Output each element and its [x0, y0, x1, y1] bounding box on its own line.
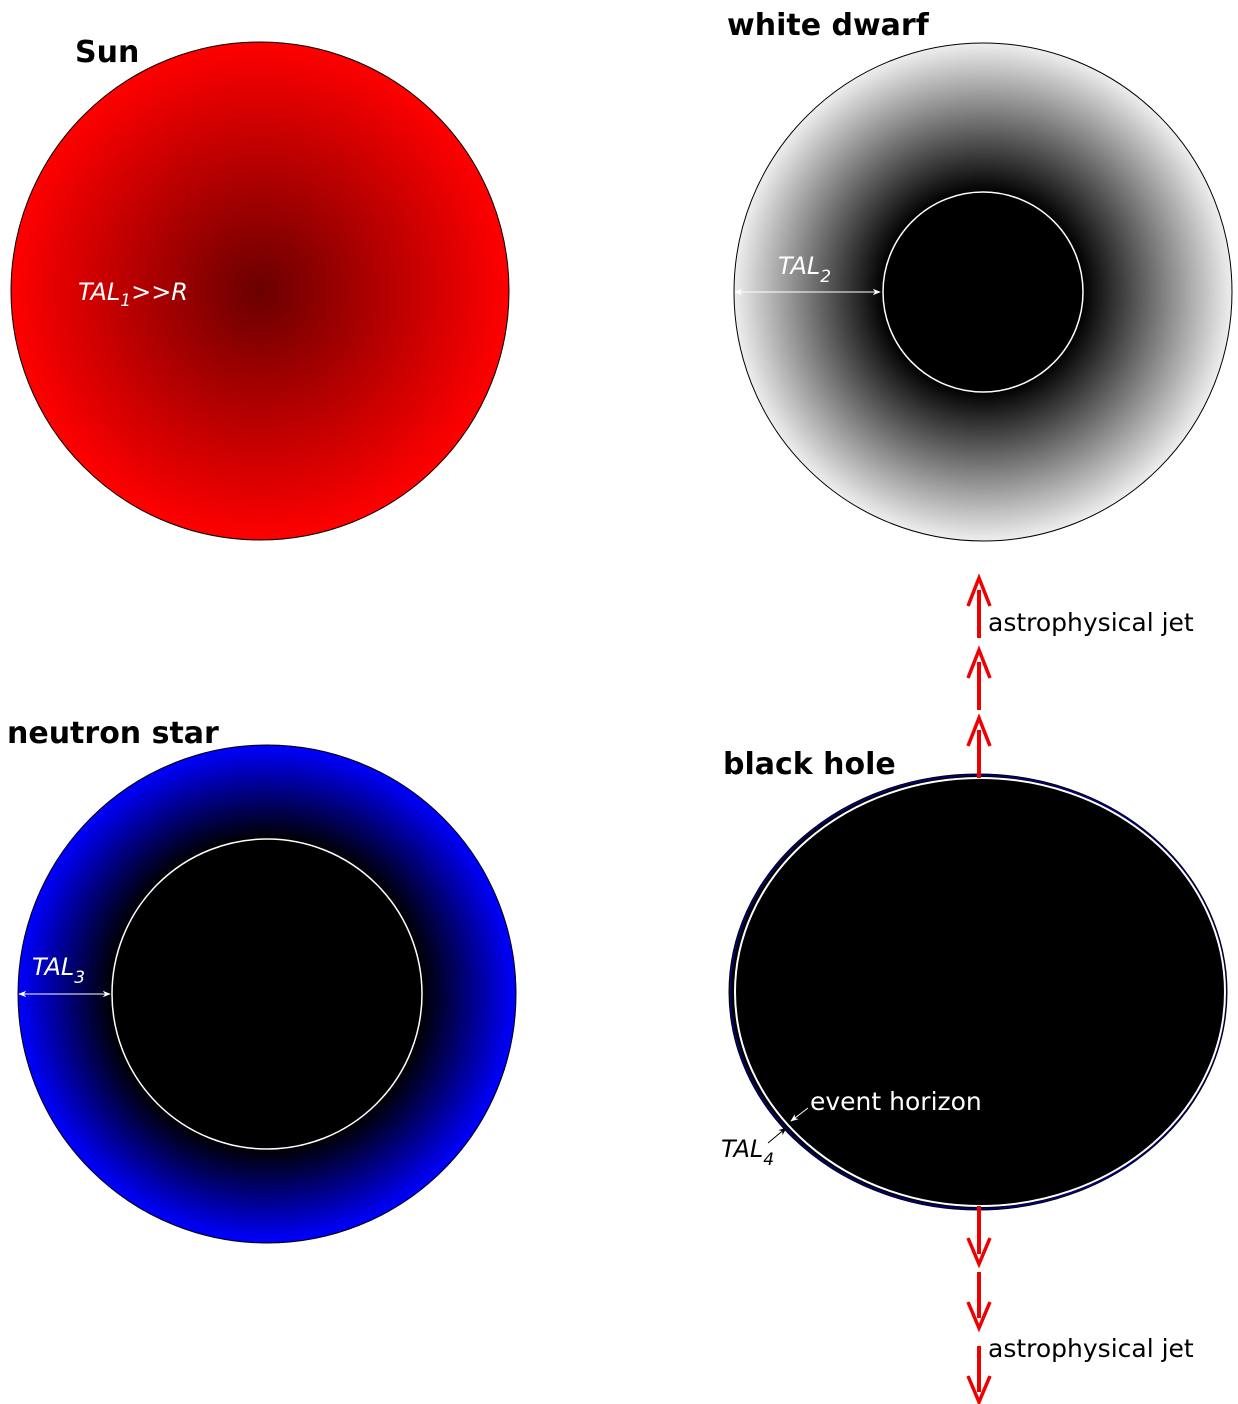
- jet-up-arrowhead-2: [966, 645, 992, 679]
- white-dwarf-group: white dwarf TAL2: [727, 8, 1233, 542]
- lower-jet: [966, 1206, 992, 1404]
- sun-tal-label: TAL1>>R: [78, 278, 188, 311]
- jet-down-arrowhead-3: [966, 1375, 992, 1404]
- black-hole-tal-text: TAL: [721, 1135, 763, 1163]
- black-hole-title: black hole: [723, 747, 896, 782]
- neutron-star-core: [111, 838, 423, 1150]
- neutron-star-tal-sub: 3: [74, 968, 85, 988]
- sun-group: Sun TAL1>>R: [10, 35, 510, 541]
- sun-tal-sub: 1: [120, 291, 131, 311]
- event-horizon-pointer: [790, 1107, 809, 1122]
- black-hole-group: black hole event horizon TAL4 astrophysi…: [721, 573, 1228, 1404]
- jet-bottom-label: astrophysical jet: [988, 1334, 1194, 1363]
- sun-tal-suffix: >>R: [131, 278, 188, 306]
- black-hole-tal-sub: 4: [763, 1150, 774, 1170]
- neutron-star-tal-text: TAL: [32, 953, 74, 981]
- neutron-star-group: neutron star TAL3: [7, 716, 517, 1244]
- sun-disk: [10, 41, 510, 541]
- neutron-star-tal-label: TAL3: [32, 953, 85, 988]
- white-dwarf-tal-label: TAL2: [778, 252, 831, 287]
- jet-up-arrowhead-1: [966, 573, 992, 607]
- sun-title: Sun: [75, 35, 139, 70]
- event-horizon-circle: [734, 777, 1226, 1207]
- neutron-star-title: neutron star: [7, 716, 219, 751]
- jet-up-arrowhead-3: [966, 713, 992, 747]
- sun-tal-text: TAL: [78, 278, 120, 306]
- black-hole-tal-label: TAL4: [721, 1135, 774, 1170]
- upper-jet: [966, 573, 992, 778]
- jet-top-label: astrophysical jet: [988, 608, 1194, 637]
- white-dwarf-core: [882, 191, 1084, 393]
- jet-down-arrowhead-2: [966, 1301, 992, 1333]
- white-dwarf-title: white dwarf: [727, 8, 930, 43]
- event-horizon-label: event horizon: [810, 1087, 982, 1116]
- white-dwarf-tal-sub: 2: [820, 267, 831, 287]
- black-hole-tal-pointer: [767, 1127, 787, 1144]
- white-dwarf-tal-text: TAL: [778, 252, 820, 280]
- jet-down-arrowhead-1: [966, 1237, 992, 1269]
